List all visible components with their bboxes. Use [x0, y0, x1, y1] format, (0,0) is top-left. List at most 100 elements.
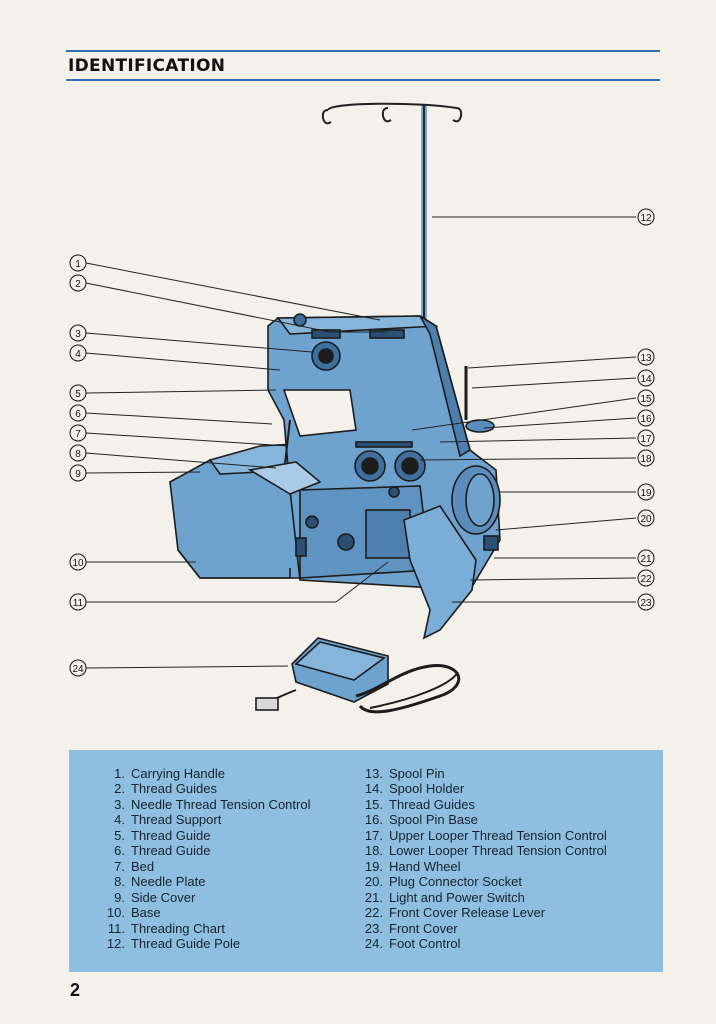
legend-label: Thread Guide	[131, 843, 211, 859]
callout-17: 17	[637, 429, 655, 447]
callout-12: 12	[637, 208, 655, 226]
legend-label: Threading Chart	[131, 920, 225, 936]
parts-legend: 1. Carrying Handle 2. Thread Guides 3.Need…	[69, 750, 663, 972]
legend-item: 12. Thread Guide Pole	[93, 936, 310, 951]
legend-label: Upper Looper Thread Tension Control	[389, 827, 607, 843]
legend-label: Plug Connector Socket	[389, 874, 522, 890]
svg-text:8: 8	[75, 449, 81, 460]
legend-item: 22. Front Cover Release Lever	[351, 905, 607, 920]
legend-item: 18. Lower Looper Thread Tension Control	[351, 843, 607, 858]
legend-number: 12.	[106, 935, 125, 951]
callout-11: 11	[69, 593, 87, 611]
legend-number: 17.	[364, 827, 383, 843]
legend-item: 9.Side Cover	[93, 890, 310, 905]
legend-item: 8. Needle Plate	[93, 874, 310, 889]
legend-item: 4.Thread Support	[93, 812, 310, 827]
legend-item: 21. Light and Power Switch	[351, 890, 607, 905]
legend-number: 10.	[106, 905, 125, 921]
legend-item: 15. Thread Guides	[351, 797, 607, 812]
callout-5: 5	[69, 384, 87, 402]
svg-text:24: 24	[72, 664, 84, 675]
legend-item: 19. Hand Wheel	[351, 859, 607, 874]
legend-column-right: 13.Spool Pin 14. Spool Holder 15. Thread G…	[351, 766, 607, 951]
svg-text:9: 9	[75, 469, 81, 480]
legend-number: 22.	[364, 905, 383, 921]
legend-label: Front Cover Release Lever	[389, 905, 546, 921]
legend-item: 24. Foot Control	[351, 936, 607, 951]
legend-label: Spool Pin Base	[389, 812, 478, 828]
callout-9: 9	[69, 464, 87, 482]
legend-label: Thread Guide Pole	[131, 935, 241, 951]
foot-control	[255, 637, 461, 714]
legend-label: Carrying Handle	[131, 766, 225, 781]
legend-label: Hand Wheel	[389, 858, 461, 874]
legend-label: Needle Plate	[131, 874, 206, 890]
callout-19: 19	[637, 483, 655, 501]
callout-1: 1	[69, 254, 87, 272]
legend-label: Spool Pin	[389, 766, 445, 781]
legend-number: 2.	[114, 781, 125, 797]
svg-text:16: 16	[640, 414, 652, 425]
machine-body	[169, 313, 501, 640]
callout-13: 13	[637, 348, 655, 366]
legend-item: 3.Needle Thread Tension Control	[93, 797, 310, 812]
legend-item: 10.Base	[93, 905, 310, 920]
legend-item: 23. Front Cover	[351, 921, 607, 936]
callout-16: 16	[637, 409, 655, 427]
callout-22: 22	[637, 569, 655, 587]
svg-text:21: 21	[640, 554, 652, 565]
callout-23: 23	[637, 593, 655, 611]
callout-markers: 1 2 3 4 5 6 7 8 9 10 11 12 13 14 15 16 1…	[69, 208, 655, 677]
serger-diagram: 1 2 3 4 5 6 7 8 9 10 11 12 13 14 15 16 1…	[69, 102, 655, 714]
legend-item: 20.Plug Connector Socket	[351, 874, 607, 889]
page-number: 2	[70, 980, 81, 1000]
page-title: IDENTIFICATION	[68, 56, 226, 76]
legend-number: 24.	[364, 935, 383, 951]
legend-item: 7.Bed	[93, 859, 310, 874]
legend-number: 19.	[364, 858, 383, 874]
legend-number: 21.	[364, 889, 383, 905]
legend-number: 23.	[364, 920, 383, 936]
callout-7: 7	[69, 424, 87, 442]
svg-text:22: 22	[640, 574, 652, 585]
svg-text:5: 5	[75, 389, 81, 400]
legend-label: Spool Holder	[389, 781, 465, 797]
header-rule-bottom	[66, 79, 660, 81]
legend-label: Foot Control	[389, 935, 461, 951]
legend-item: 13.Spool Pin	[351, 766, 607, 781]
legend-number: 9.	[114, 889, 125, 905]
legend-label: Lower Looper Thread Tension Control	[389, 843, 607, 859]
legend-number: 18.	[364, 843, 383, 859]
legend-label: Bed	[131, 858, 155, 874]
legend-number: 15.	[364, 796, 383, 812]
legend-column-left: 1. Carrying Handle 2. Thread Guides 3.Need…	[93, 766, 311, 951]
callout-21: 21	[637, 549, 655, 567]
legend-label: Needle Thread Tension Control	[131, 796, 311, 812]
svg-text:4: 4	[75, 349, 81, 360]
legend-number: 16.	[364, 812, 383, 828]
svg-text:19: 19	[640, 488, 652, 499]
legend-number: 11.	[107, 920, 125, 936]
legend-label: Thread Guides	[131, 781, 217, 797]
callout-3: 3	[69, 324, 87, 342]
legend-label: Light and Power Switch	[389, 889, 525, 905]
svg-text:1: 1	[75, 259, 81, 270]
legend-number: 14.	[364, 781, 383, 797]
svg-text:12: 12	[640, 213, 652, 224]
legend-label: Front Cover	[389, 920, 458, 936]
legend-item: 5.Thread Guide	[93, 828, 310, 843]
legend-label: Thread Support	[131, 812, 222, 828]
legend-number: 8.	[114, 874, 125, 890]
callout-6: 6	[69, 404, 87, 422]
legend-label: Thread Guides	[389, 796, 475, 812]
callout-14: 14	[637, 369, 655, 387]
svg-text:3: 3	[75, 329, 81, 340]
legend-number: 1.	[114, 766, 125, 781]
svg-text:18: 18	[640, 454, 652, 465]
legend-item: 2. Thread Guides	[93, 781, 310, 796]
svg-text:7: 7	[75, 429, 81, 440]
legend-item: 16. Spool Pin Base	[351, 812, 607, 827]
svg-text:14: 14	[640, 374, 652, 385]
callout-18: 18	[637, 449, 655, 467]
legend-item: 6.Thread Guide	[93, 843, 310, 858]
